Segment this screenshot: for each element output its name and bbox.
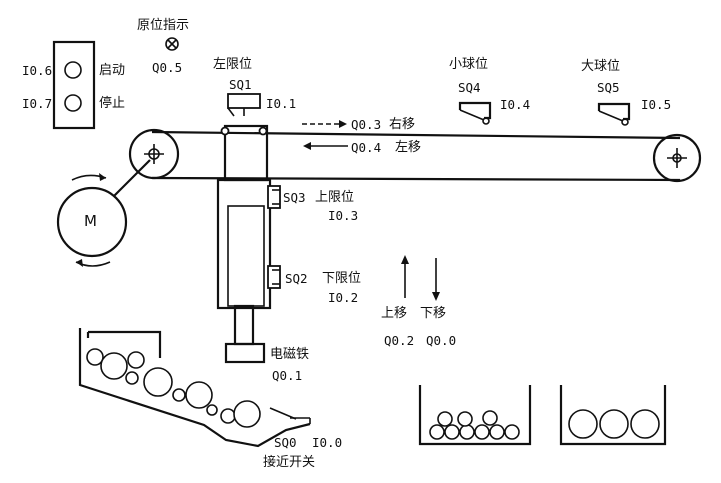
upper-limit-label: 上限位 [315,190,355,205]
stop-button-icon [64,94,82,112]
conveyor-belt [128,128,702,183]
electromagnet-label: 电磁铁 [270,347,310,362]
small-ball-box [418,385,532,446]
sq2-input-label: I0.2 [328,290,359,305]
sq4-sensor [458,101,492,125]
control-panel-box [52,40,96,130]
stop-input-label: I0.7 [22,96,53,111]
start-input-label: I0.6 [22,63,53,78]
sq0-label: SQ0 [274,435,297,450]
down-arrow-icon [432,258,440,301]
sq4-input-label: I0.4 [500,97,531,112]
move-left-output-label: Q0.4 [351,140,382,155]
sq2-label: SQ2 [285,271,308,286]
sq5-label: SQ5 [597,80,620,95]
sq3-input-label: I0.3 [328,208,359,223]
sq1-sensor [227,93,261,117]
down-output-label: Q0.0 [426,333,457,348]
motor [56,159,151,267]
sq3-label: SQ3 [283,190,306,205]
small-ball-position-label: 小球位 [449,57,489,72]
move-left-label: 左移 [395,140,422,155]
sq1-label: SQ1 [229,77,252,92]
stop-label: 停止 [99,96,126,111]
start-label: 启动 [99,63,126,78]
hopper-balls [86,348,261,428]
motor-label: M [84,212,97,230]
proximity-switch-label: 接近开关 [263,455,316,470]
large-ball-box [559,385,667,446]
down-label: 下移 [420,306,447,321]
home-indicator-label: 原位指示 [137,18,190,33]
sq1-input-label: I0.1 [266,96,297,111]
left-limit-label: 左限位 [213,57,253,72]
feed-hopper [78,328,311,448]
lower-limit-label: 下限位 [322,271,362,286]
move-right-arrow-icon [302,120,347,128]
up-arrow-icon [401,255,409,298]
start-button-icon [64,61,82,79]
home-output-label: Q0.5 [152,60,183,75]
indicator-lamp-icon [165,37,179,51]
move-left-arrow-icon [303,142,348,150]
move-right-label: 右移 [389,117,416,132]
sq4-label: SQ4 [458,80,481,95]
sq5-input-label: I0.5 [641,97,672,112]
up-output-label: Q0.2 [384,333,415,348]
sq5-sensor [597,102,631,126]
carriage [216,124,281,364]
big-ball-position-label: 大球位 [581,59,621,74]
up-label: 上移 [381,306,408,321]
move-right-output-label: Q0.3 [351,117,382,132]
electromagnet-output-label: Q0.1 [272,368,303,383]
sq0-input-label: I0.0 [312,435,343,450]
